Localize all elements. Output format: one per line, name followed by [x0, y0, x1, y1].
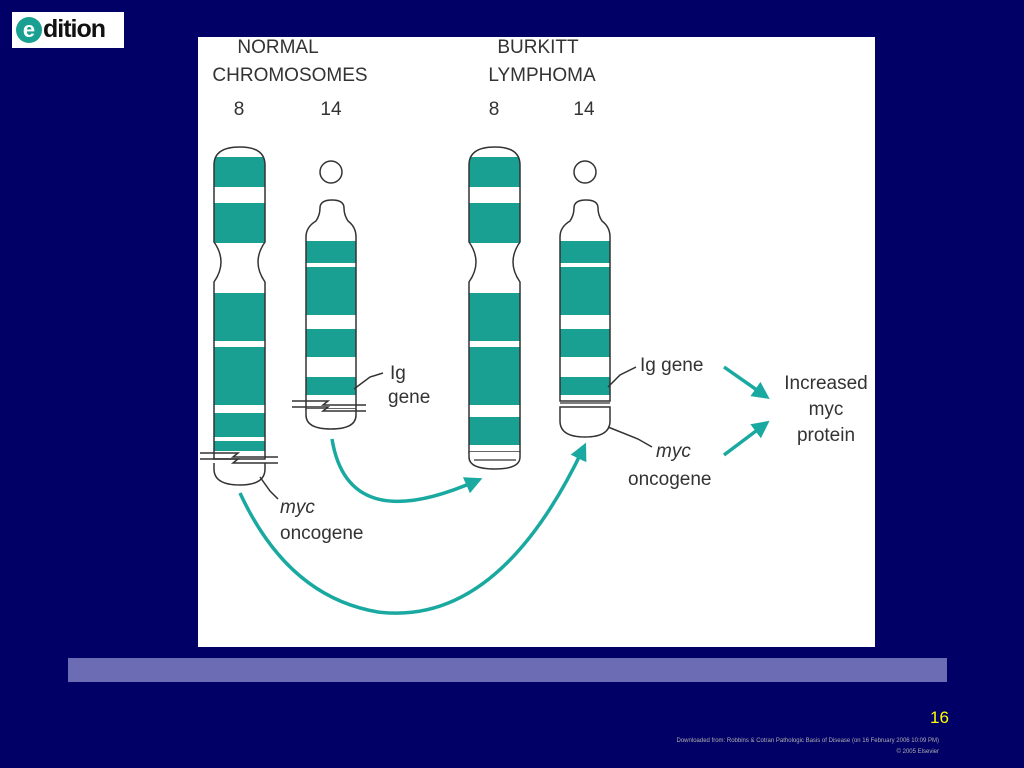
credit-line-2: © 2005 Elsevier	[896, 749, 939, 755]
result-label-line1: Increased	[784, 373, 867, 394]
result-label-line3: protein	[797, 425, 855, 446]
credit-line-1: Downloaded from: Robbins & Cotran Pathol…	[676, 738, 939, 744]
burkitt-heading-line2: LYMPHOMA	[488, 65, 596, 86]
myc-leader-right	[607, 426, 653, 448]
page-number: 16	[930, 708, 949, 727]
ig-gene-label-line1: Ig	[390, 363, 406, 384]
normal-chromosome-14	[292, 160, 366, 430]
ig-gene-label-line2: gene	[388, 387, 430, 408]
arrow-myc-to-protein	[722, 420, 770, 457]
normal-chromosome-8	[200, 146, 278, 486]
myc-label-left-gene: myc	[280, 497, 315, 518]
normal-heading-line1: NORMAL	[237, 37, 318, 58]
label-normal-8: 8	[234, 99, 245, 120]
ig-gene-leader-left	[353, 372, 384, 390]
logo-wordmark: dition	[43, 15, 106, 43]
label-burkitt-8: 8	[489, 99, 500, 120]
myc-leader-left	[259, 476, 279, 500]
arrow-ig-to-burkitt-8	[330, 438, 483, 503]
burkitt-chromosome-14	[559, 160, 611, 438]
source-credit: Downloaded from: Robbins & Cotran Pathol…	[677, 736, 939, 758]
translocation-figure: NORMAL CHROMOSOMES BURKITT LYMPHOMA 8 14…	[198, 37, 875, 647]
label-burkitt-14: 14	[573, 99, 595, 120]
burkitt-heading-line1: BURKITT	[497, 37, 579, 58]
myc-label-right-word: oncogene	[628, 469, 711, 490]
logo-e-mark: e	[16, 17, 42, 43]
ig-gene-label-right: Ig gene	[640, 355, 703, 376]
arrow-myc-to-burkitt-14	[238, 442, 587, 615]
burkitt-chromosome-8	[468, 146, 521, 470]
slide-bottom-bar	[68, 658, 947, 682]
translocation-diagram: NORMAL CHROMOSOMES BURKITT LYMPHOMA 8 14…	[200, 37, 868, 615]
label-normal-14: 14	[320, 99, 342, 120]
normal-heading-line2: CHROMOSOMES	[212, 65, 367, 86]
arrow-ig-to-protein	[722, 365, 770, 400]
edition-logo: e dition	[12, 12, 124, 48]
myc-label-right-gene: myc	[656, 441, 691, 462]
result-label-line2: myc	[809, 399, 844, 420]
myc-label-left-word: oncogene	[280, 523, 363, 544]
ig-gene-leader-right	[607, 366, 637, 388]
